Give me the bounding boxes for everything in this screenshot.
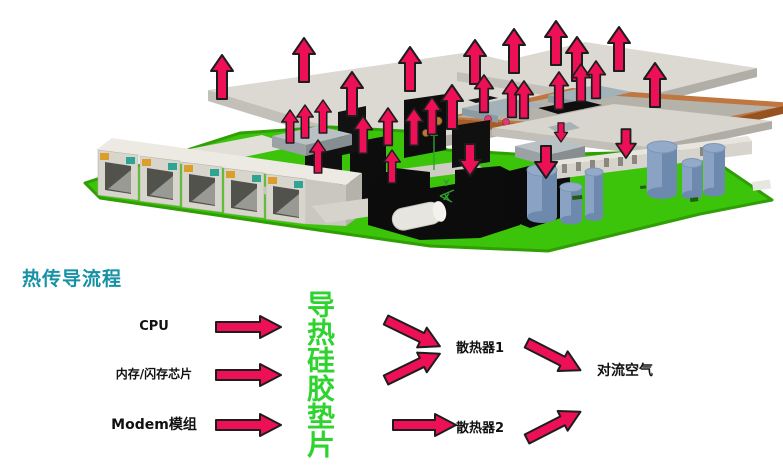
svg-text:Y: Y bbox=[442, 179, 450, 189]
arrows-heatsinks-to-air bbox=[523, 337, 582, 445]
source-label-cpu: CPU bbox=[139, 319, 169, 334]
rj45-port bbox=[223, 167, 265, 219]
thermal-pad-label: 导热硅胶垫片 bbox=[303, 290, 336, 458]
capacitor bbox=[702, 143, 726, 197]
rj45-port bbox=[265, 173, 307, 225]
arrow-memory-to-pad bbox=[215, 363, 282, 387]
flow-title: 热传导流程 bbox=[22, 268, 123, 290]
capacitor-group bbox=[526, 140, 726, 225]
black-component-cluster: Y X bbox=[368, 128, 520, 240]
pcb-silkscreen-marks bbox=[572, 185, 699, 202]
svg-text:X: X bbox=[443, 193, 450, 203]
rj45-connector-row bbox=[96, 138, 392, 226]
heatsink1-label: 散热器1 bbox=[456, 341, 505, 356]
rj45-port bbox=[97, 149, 139, 201]
arrow-pad-to-heatsink2 bbox=[392, 413, 457, 437]
arrows-pad-to-heatsink1 bbox=[382, 314, 441, 386]
capacitor bbox=[584, 167, 604, 221]
capacitor bbox=[559, 182, 583, 225]
convection-air-label: 对流空气 bbox=[597, 363, 653, 379]
arrow-modem-to-pad bbox=[215, 413, 282, 437]
pcb-thermal-3d-illustration: Y X bbox=[83, 20, 783, 253]
source-label-modem: Modem模组 bbox=[111, 417, 197, 433]
arrow-cpu-to-pad bbox=[215, 315, 282, 339]
heatsink2-label: 散热器2 bbox=[456, 421, 505, 436]
source-label-memory: 内存/闪存芯片 bbox=[115, 367, 193, 381]
small-connector bbox=[752, 179, 772, 191]
rj45-port bbox=[139, 155, 181, 207]
rj45-port bbox=[181, 161, 223, 213]
capacitor bbox=[646, 140, 678, 199]
capacitor bbox=[526, 163, 558, 223]
capacitor bbox=[681, 158, 703, 200]
